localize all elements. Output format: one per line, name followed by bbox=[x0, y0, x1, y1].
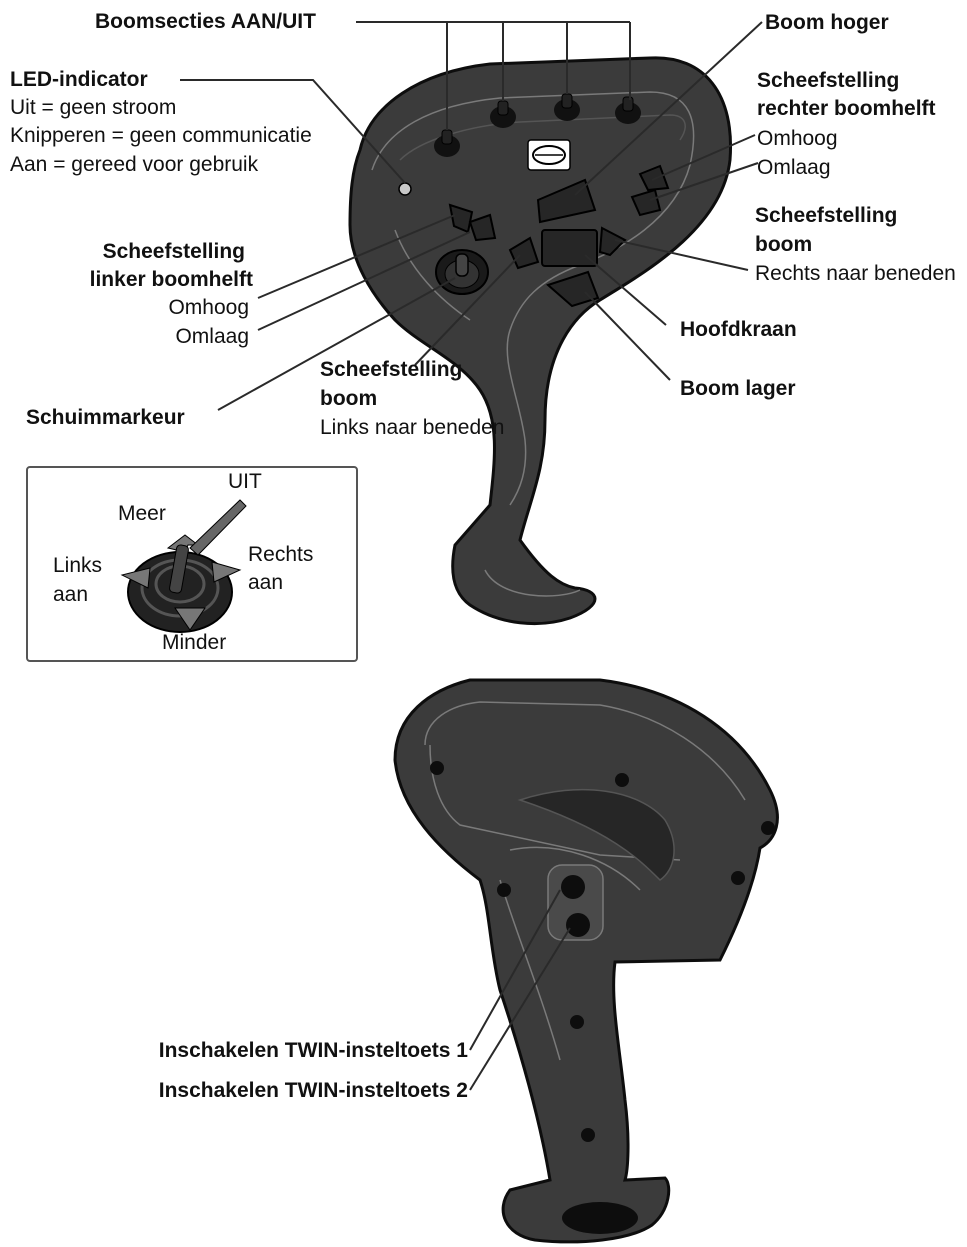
inset-label-right-on-2: aan bbox=[248, 569, 283, 597]
inset-label-off: UIT bbox=[228, 468, 262, 496]
label-boom-sections: Boomsecties AAN/UIT bbox=[95, 8, 316, 36]
label-led-blink: Knipperen = geen communicatie bbox=[10, 122, 312, 150]
joystick-front-view bbox=[350, 58, 731, 624]
label-left-tilt-title-1: Scheefstelling bbox=[103, 238, 245, 266]
label-right-tilt-down: Omlaag bbox=[757, 154, 831, 182]
label-right-tilt-title-1: Scheefstelling bbox=[757, 67, 899, 95]
label-right-tilt-up: Omhoog bbox=[757, 125, 838, 153]
label-boom-tilt-right-title-2: boom bbox=[755, 231, 812, 259]
twin-button-2[interactable] bbox=[566, 913, 590, 937]
main-valve-button[interactable] bbox=[542, 230, 597, 266]
screw-5 bbox=[497, 883, 511, 897]
screw-7 bbox=[581, 1128, 595, 1142]
screw-3 bbox=[761, 821, 775, 835]
label-main-valve: Hoofdkraan bbox=[680, 316, 797, 344]
label-boom-down: Boom lager bbox=[680, 375, 796, 403]
screw-1 bbox=[430, 761, 444, 775]
inset-label-left-on-1: Links bbox=[53, 552, 102, 580]
label-left-tilt-up: Omhoog bbox=[168, 294, 249, 322]
label-led-title: LED-indicator bbox=[10, 66, 148, 94]
foam-marker-thumbstick[interactable] bbox=[436, 250, 488, 294]
screw-6 bbox=[570, 1015, 584, 1029]
label-left-tilt-down: Omlaag bbox=[175, 323, 249, 351]
inset-label-left-on-2: aan bbox=[53, 581, 88, 609]
led-indicator-light bbox=[399, 183, 411, 195]
inset-label-less: Minder bbox=[162, 629, 226, 657]
label-boom-up: Boom hoger bbox=[765, 9, 889, 37]
twin-button-1[interactable] bbox=[561, 875, 585, 899]
label-led-off: Uit = geen stroom bbox=[10, 94, 176, 122]
label-boom-tilt-right-title-1: Scheefstelling bbox=[755, 202, 897, 230]
label-left-tilt-title-2: linker boomhelft bbox=[90, 266, 253, 294]
label-led-on: Aan = gereed voor gebruik bbox=[10, 151, 258, 179]
label-boom-tilt-left-title-2: boom bbox=[320, 385, 377, 413]
label-twin-2: Inschakelen TWIN-insteltoets 2 bbox=[159, 1077, 468, 1105]
inset-label-right-on-1: Rechts bbox=[248, 541, 313, 569]
label-boom-tilt-right-desc: Rechts naar beneden bbox=[755, 260, 956, 288]
label-boom-tilt-left-title-1: Scheefstelling bbox=[320, 356, 462, 384]
screw-4 bbox=[731, 871, 745, 885]
label-foam-marker: Schuimmarkeur bbox=[26, 404, 185, 432]
joystick-back-view bbox=[395, 680, 777, 1242]
label-boom-tilt-left-desc: Links naar beneden bbox=[320, 414, 504, 442]
back-handle-body bbox=[395, 680, 777, 1242]
screw-2 bbox=[615, 773, 629, 787]
label-twin-1: Inschakelen TWIN-insteltoets 1 bbox=[159, 1037, 468, 1065]
inset-label-more: Meer bbox=[118, 500, 166, 528]
grip-end-opening bbox=[562, 1202, 638, 1234]
brand-logo bbox=[528, 140, 570, 170]
label-right-tilt-title-2: rechter boomhelft bbox=[757, 95, 936, 123]
